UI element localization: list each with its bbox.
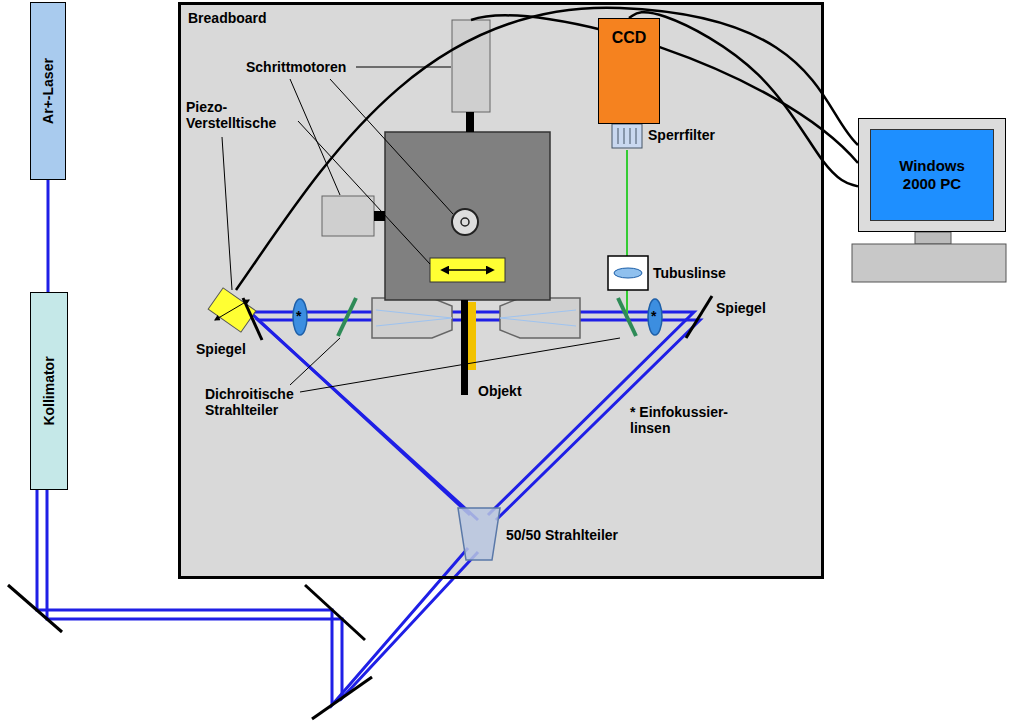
stage-tower: [430, 258, 505, 282]
tube-lens: [614, 268, 642, 278]
blocking-filter: [624, 128, 625, 144]
part-label: Piezo- Verstelltische: [186, 99, 298, 131]
control-cable: [236, 8, 858, 290]
deflection-mirror: [305, 585, 365, 640]
stage-tower: [374, 211, 385, 221]
leader-line: [330, 79, 453, 214]
deflection-mirror: [8, 585, 372, 719]
mirror: [686, 296, 712, 338]
blocking-filter: [612, 124, 642, 148]
pc-stand: [852, 244, 1006, 282]
focus-cone: [376, 310, 452, 326]
tube-lens: [608, 256, 648, 290]
node-text: Ar+-Laser: [40, 58, 56, 124]
control-cable: [471, 15, 858, 163]
blocking-filter: [630, 128, 631, 144]
part-label: * Einfokussier- linsen: [630, 404, 752, 436]
part-label: Schrittmotoren: [246, 59, 346, 75]
part-label: Tubuslinse: [653, 265, 726, 281]
leader-line: [222, 137, 232, 290]
dichroic-mirror: [338, 298, 356, 336]
stage-tower: [442, 269, 493, 271]
leader-line: [356, 67, 451, 68]
sample-holder: [461, 300, 476, 395]
green-beam: [626, 150, 628, 318]
lens-marker: *: [296, 308, 301, 324]
deflection-mirror: [312, 677, 372, 719]
collimator-box: Kollimator: [30, 292, 68, 490]
lens-marker: *: [651, 308, 656, 324]
leader-line: [290, 79, 340, 195]
microscope-objective: [500, 298, 580, 338]
leader-line: [222, 67, 620, 392]
pc-stand: [852, 232, 1006, 282]
leader-line: [290, 338, 340, 385]
deflection-mirror: [8, 585, 62, 632]
laser-beam: [47, 490, 478, 698]
blocking-filter: [636, 128, 637, 144]
part-label: Dichroitische Strahlteiler: [205, 386, 313, 418]
pc-screen: Windows 2000 PC: [870, 129, 994, 221]
breadboard-ground: [179, 3, 822, 578]
stage-tower: [461, 218, 469, 226]
blocking-filter: [612, 124, 642, 148]
mirror: [243, 296, 712, 340]
part-label: Sperrfilter: [648, 127, 715, 143]
pc-stand: [915, 232, 951, 244]
blocking-filter: [618, 128, 619, 144]
node-text: Windows 2000 PC: [887, 157, 977, 193]
part-label: Spiegel: [716, 300, 766, 316]
microscope-objective: [372, 298, 452, 338]
node-text: CCD: [599, 19, 659, 47]
node-text: Kollimator: [41, 356, 57, 425]
stage-tower: [322, 196, 374, 236]
tube-lens: [608, 256, 648, 290]
mirror: [243, 298, 262, 340]
stage-tower: [466, 112, 474, 132]
dichroic-mirror: [338, 298, 636, 336]
laser-beam-link: [47, 180, 50, 292]
sample-holder: [468, 302, 476, 370]
sample-holder: [461, 300, 468, 395]
focusing-lens: [293, 299, 307, 335]
stage-tower: [452, 209, 478, 235]
part-label: Spiegel: [196, 341, 246, 357]
camera-box: CCD: [598, 18, 660, 124]
dichroic-mirror: [618, 298, 636, 336]
stage-tower: [322, 20, 550, 300]
breadboard-panel: CCDBreadboard: [178, 2, 824, 579]
stage-tower: [385, 132, 550, 300]
laser-beam: [37, 490, 468, 705]
node-text: Breadboard: [181, 5, 821, 31]
focusing-lens: [648, 299, 662, 335]
control-cable: [236, 8, 858, 290]
leader-line: [298, 121, 430, 264]
beam-splitter: [458, 508, 500, 560]
leader-line: [300, 338, 620, 392]
part-label: 50/50 Strahlteiler: [506, 527, 618, 543]
pc-monitor: Windows 2000 PC: [858, 118, 1006, 232]
focusing-lens: [293, 299, 662, 335]
part-label: Objekt: [478, 383, 522, 399]
laser-beam: [37, 312, 700, 705]
focus-cone: [500, 310, 576, 326]
laser-box: Ar+-Laser: [30, 2, 66, 180]
